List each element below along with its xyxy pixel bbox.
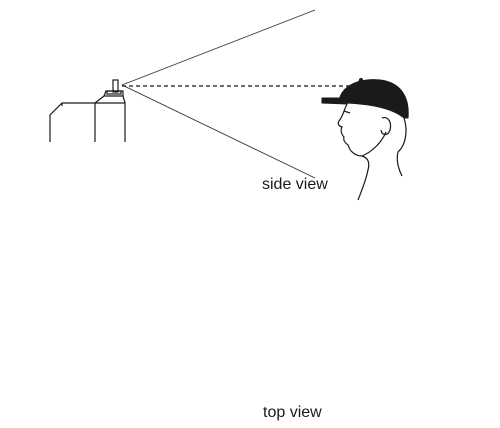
- side-view-cone: [121, 9, 360, 179]
- side-view-group: [49, 9, 409, 201]
- top-view-label: top view: [263, 404, 322, 421]
- side-view-label: side view: [262, 176, 328, 193]
- camera-icon: [103, 79, 124, 97]
- side-monitor: [49, 95, 126, 142]
- head-with-cap-icon: [321, 78, 409, 201]
